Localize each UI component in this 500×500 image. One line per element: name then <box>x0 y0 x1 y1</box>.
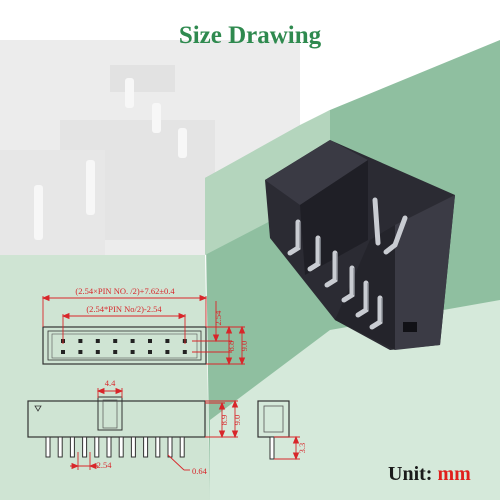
connector-photo <box>265 140 455 350</box>
pin-size-label: 0.64 <box>192 466 208 476</box>
front-view: 4.4 8.9 9.0 2.54 0.64 <box>27 378 242 476</box>
front-pin <box>167 436 173 458</box>
key-width-label: 4.4 <box>105 378 116 388</box>
unit-label: Unit: mm <box>388 463 471 486</box>
pin-span-label: (2.54*PIN No/2)-2.54 <box>86 304 162 314</box>
front-pin <box>82 436 88 458</box>
side-view: 3.3 <box>257 400 307 461</box>
top-view: (2.54×PIN NO. /2)+7.62±0.4 (2.54*PIN No/… <box>41 286 249 366</box>
pin-length-label: 3.3 <box>297 443 307 454</box>
pin-square <box>78 350 83 354</box>
pin-square <box>95 339 100 343</box>
pin-square <box>148 339 152 343</box>
pitch-label: 2.54 <box>97 460 113 470</box>
side-a-label: 2.54 <box>213 310 223 326</box>
unit-text: Unit: <box>388 463 433 485</box>
pin-square <box>61 350 65 354</box>
side-b-label: 8.8 <box>226 341 236 352</box>
front-pin <box>143 436 149 458</box>
front-pin <box>69 436 75 458</box>
front-b-label: 9.0 <box>232 415 242 426</box>
pin-square <box>78 339 83 343</box>
front-pin <box>94 436 100 458</box>
pin-square <box>130 350 135 354</box>
front-pin <box>106 436 112 458</box>
front-pin <box>155 436 161 458</box>
front-pin <box>130 436 136 458</box>
front-pin <box>179 436 185 458</box>
front-a-label: 8.9 <box>219 415 229 426</box>
page-title: Size Drawing <box>178 22 322 49</box>
pin-square <box>113 339 118 343</box>
overall-length-label: (2.54×PIN NO. /2)+7.62±0.4 <box>75 286 175 296</box>
pin-square <box>148 350 152 354</box>
pin-square <box>113 350 118 354</box>
front-pin <box>45 436 51 458</box>
pin-square <box>165 350 170 354</box>
pin-square <box>130 339 135 343</box>
unit-value: mm <box>437 463 471 485</box>
pin-square <box>182 350 187 354</box>
front-pin <box>118 436 124 458</box>
front-pin <box>57 436 63 458</box>
pin-square <box>95 350 100 354</box>
side-c-label: 9.0 <box>239 341 249 352</box>
pin-square <box>165 339 170 343</box>
